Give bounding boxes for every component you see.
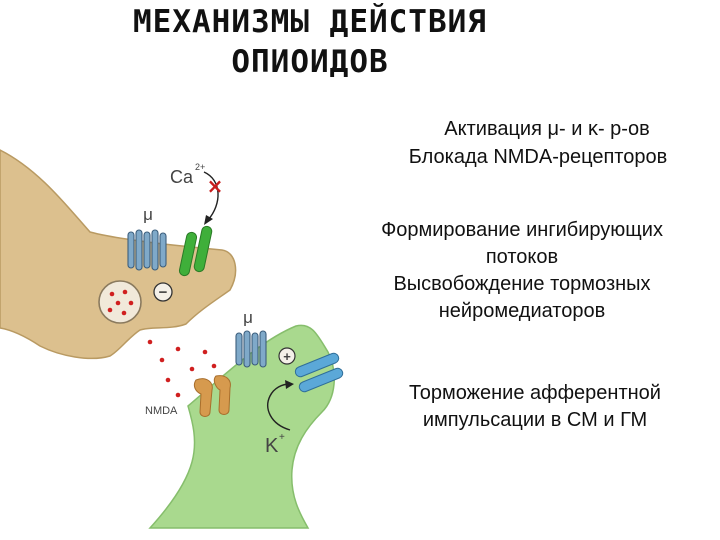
potassium-flux-arrowhead bbox=[285, 380, 294, 389]
nmda-label: NMDA bbox=[145, 405, 178, 417]
potassium-label: K bbox=[265, 435, 279, 457]
plus-marker bbox=[278, 347, 296, 365]
title-line-1: МЕХАНИЗМЫ ДЕЙСТВИЯ bbox=[133, 4, 487, 40]
mechanism-afferent-inhibition-cont: импульсации в СМ и ГМ bbox=[422, 409, 648, 431]
mechanism-neurotransmitter-release-cont: нейромедиаторов bbox=[438, 300, 606, 322]
presynaptic-terminal bbox=[0, 149, 237, 360]
mechanism-mu-kappa-activation: Активация μ- и κ- р-ов bbox=[444, 118, 650, 140]
potassium-charge: + bbox=[279, 432, 285, 443]
mechanism-inhibitory-currents-cont: потоков bbox=[485, 246, 559, 268]
block-mark-icon: × bbox=[207, 174, 224, 198]
mu-receptor-postsynaptic bbox=[235, 330, 267, 368]
calcium-flux-arrow bbox=[203, 171, 219, 221]
potassium-channel bbox=[294, 352, 344, 393]
calcium-charge: 2+ bbox=[195, 162, 205, 172]
calcium-label: Ca bbox=[170, 167, 194, 187]
mechanism-nmda-blockade: Блокада NMDA-рецепторов bbox=[408, 146, 668, 168]
mu-label-bottom: μ bbox=[243, 308, 253, 327]
inhibition-minus-marker bbox=[153, 282, 173, 302]
calcium-channel bbox=[178, 225, 213, 277]
potassium-flux-arrow bbox=[267, 383, 291, 431]
postsynaptic-neuron bbox=[148, 324, 335, 529]
mechanism-afferent-inhibition: Торможение афферентной bbox=[409, 382, 661, 404]
minus-sign: − bbox=[159, 284, 168, 301]
mechanism-inhibitory-currents: Формирование ингибирующих bbox=[381, 219, 663, 241]
vesicle-dots bbox=[107, 289, 134, 316]
mechanism-neurotransmitter-release: Высвобождение тормозных bbox=[393, 273, 651, 295]
nmda-receptor bbox=[193, 375, 231, 417]
calcium-flux-arrowhead bbox=[204, 215, 213, 225]
mu-receptor-presynaptic bbox=[127, 229, 167, 271]
mu-label-top: μ bbox=[143, 205, 153, 224]
plus-sign: + bbox=[283, 349, 291, 364]
title-line-2: ОПИОИДОВ bbox=[231, 44, 389, 80]
